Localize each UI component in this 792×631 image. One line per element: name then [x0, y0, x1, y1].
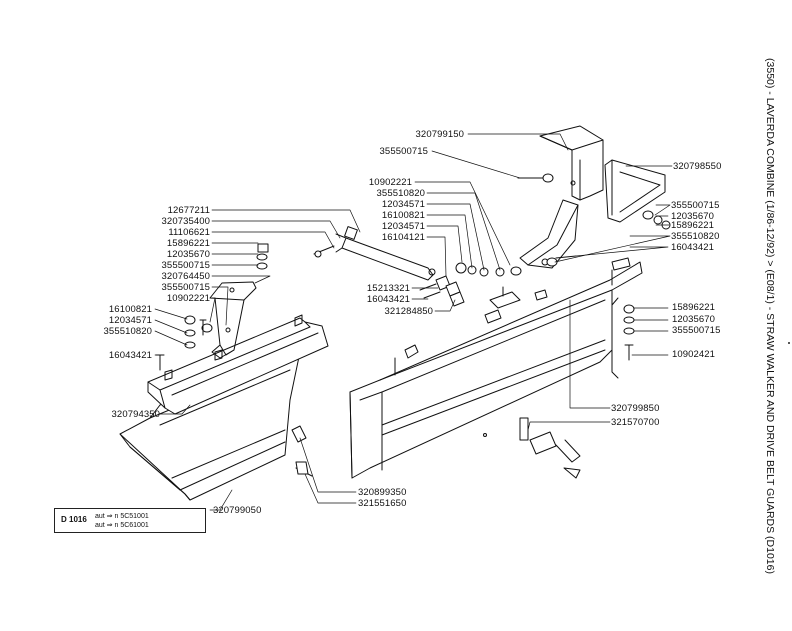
part-label-10902221-l: 10902221: [166, 293, 210, 304]
margin-dot: [788, 342, 790, 344]
part-label-355510820-mid: 355510820: [376, 188, 425, 199]
part-label-321551650: 321551650: [358, 498, 407, 509]
part-label-320735400: 320735400: [161, 216, 210, 227]
left-small-hardware: [155, 243, 335, 371]
part-label-12034571-mid1: 12034571: [381, 199, 425, 210]
part-label-11106621: 11106621: [168, 227, 210, 238]
part-label-355500715-l2: 355500715: [161, 282, 210, 293]
part-label-355500715-r: 355500715: [671, 200, 720, 211]
part-label-355510820-l: 355510820: [103, 326, 152, 337]
part-label-15896221-fr: 15896221: [672, 302, 716, 313]
part-label-12034571-mid2: 12034571: [381, 221, 425, 232]
part-label-12035670-r: 12035670: [671, 211, 715, 222]
part-label-16104121: 16104121: [381, 232, 425, 243]
part-label-16043421-r: 16043421: [671, 242, 715, 253]
diagram-title: (3550) - LAVERDA COMBINE (1/86-12/92) > …: [764, 58, 776, 574]
part-label-320764450: 320764450: [161, 271, 210, 282]
diagram-reference-box: D 1016 aut ⇒ n 5C51001 aut ⇒ n 5C61001: [54, 508, 206, 533]
part-label-16043421-l: 16043421: [108, 350, 152, 361]
diagram-code: D 1016: [61, 515, 87, 524]
right-hardware-stack: [611, 297, 635, 379]
part-label-10902421: 10902421: [672, 349, 716, 360]
part-label-320794350: 320794350: [111, 409, 160, 420]
gas-strut: [335, 226, 436, 281]
lock-assembly: [519, 417, 581, 479]
part-label-15896221-r: 15896221: [671, 220, 715, 231]
center-hardware: [419, 262, 522, 307]
part-label-16100821-mid: 16100821: [381, 210, 425, 221]
part-label-320799850: 320799850: [611, 403, 660, 414]
part-label-320799150: 320799150: [415, 129, 464, 140]
leader-lines: [154, 133, 673, 511]
part-label-10902221-mid: 10902221: [368, 177, 412, 188]
part-label-16100821-l: 16100821: [108, 304, 152, 315]
serial-note-1: aut ⇒ n 5C51001: [95, 513, 149, 520]
part-label-320799050: 320799050: [213, 505, 262, 516]
bottom-hardware: [291, 425, 313, 477]
right-bracket: [546, 159, 671, 267]
part-label-15213321: 15213321: [366, 283, 410, 294]
part-label-321284850: 321284850: [384, 306, 433, 317]
part-label-16043421-c: 16043421: [366, 294, 410, 305]
part-label-15896221-l: 15896221: [166, 238, 210, 249]
left-guard-top-rail: [147, 314, 329, 415]
part-label-355500715-top: 355500715: [379, 146, 428, 157]
part-label-355510820-r: 355510820: [671, 231, 720, 242]
part-label-355500715-fr: 355500715: [672, 325, 721, 336]
part-label-320899350: 320899350: [358, 487, 407, 498]
upper-support-bracket: [517, 125, 604, 269]
left-bracket: [209, 281, 257, 359]
part-label-12035670-fr: 12035670: [672, 314, 716, 325]
part-label-12035670-l: 12035670: [166, 249, 210, 260]
part-label-355500715-l: 355500715: [161, 260, 210, 271]
part-label-321570700: 321570700: [611, 417, 660, 428]
part-label-320798550: 320798550: [673, 161, 722, 172]
center-guard-panel: [349, 257, 643, 479]
center-mount-bracket: [489, 286, 521, 309]
part-label-12677211: 12677211: [167, 205, 210, 216]
part-label-12034571-l: 12034571: [108, 315, 152, 326]
serial-note-2: aut ⇒ n 5C61001: [95, 522, 149, 529]
